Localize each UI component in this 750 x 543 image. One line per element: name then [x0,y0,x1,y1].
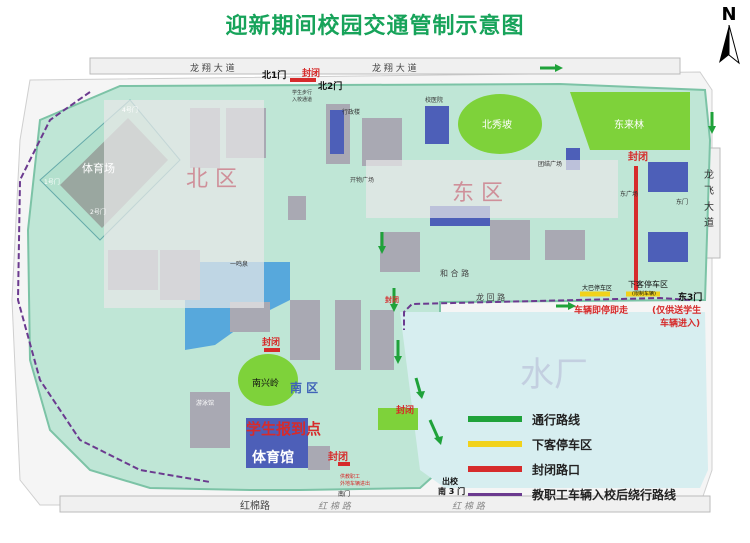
east-square-label: 东广场 [620,190,638,198]
closed-east-label: 封闭 [628,150,648,163]
gate-2-label: 2号门 [90,208,106,216]
right-road-char-4: 道 [704,216,714,229]
long-hui-road-label: 龙 回 路 [476,292,505,302]
student-reg-label: 学生报到点 [246,420,321,438]
right-road-char-2: 飞 [704,186,714,197]
north-zone-overlay [104,100,264,308]
legend-label-dropoff: 下客停车区 [532,437,593,452]
hospital-label: 校医院 [425,96,443,104]
beixiu-hill [458,94,542,154]
bottom-road-label-italic: 红 棉 路 [318,501,352,512]
nanxing-label: 南兴岭 [252,377,279,389]
bottom-road-label: 红棉路 [240,499,270,512]
legend-swatch-route [468,416,522,422]
water-plant-label: 水厂 [520,355,588,395]
legend-label-route: 通行路线 [532,412,581,427]
green-routes [380,66,714,439]
south-gate-label: 南门 [338,490,350,498]
north-label: N [721,4,737,25]
legend: 通行路线 下客停车区 封闭路口 教职工车辆入校后绕行路线 [468,408,698,508]
staff-note-1: 供教职工 [340,473,360,480]
legend-swatch-dropoff [468,441,522,447]
pickup-note-label: 车辆即停即走 [574,304,628,316]
north-zone-label: 北 区 [186,167,237,192]
legend-label-closed: 封闭路口 [532,462,581,477]
south-gate-3-label: 南 3 门 [438,486,465,496]
swim-label: 游泳馆 [196,399,214,407]
kaiyuan-label: 开物广场 [350,176,374,184]
legend-item-closed: 封闭路口 [468,458,698,480]
special-note-2: 车辆进入) [660,317,700,329]
top-road-label-1: 龙 翔 大 道 [190,62,235,74]
closed-east-road-label: 封闭 [385,295,399,304]
gym-label: 体育馆 [252,449,294,466]
north-arrow: N [714,4,744,68]
legend-label-staff: 教职工车辆入校后绕行路线 [532,487,677,502]
staff-route [16,91,691,483]
north-note-2: 入校通道 [292,96,312,103]
dropoff-sub-label: (限制车辆) [632,290,656,297]
dropoff-zone-label: 下客停车区 [628,279,668,289]
east-zone-overlay [366,160,618,218]
top-road [89,57,681,75]
tuanjie-label: 团结广场 [538,160,562,168]
right-road-char-3: 大 [704,200,714,213]
donglai-forest [570,92,690,150]
stadium-label: 体育场 [82,161,115,175]
north-gate-2-label: 北2门 [318,80,342,92]
legend-swatch-closed [468,466,522,472]
bottom-road [59,495,711,513]
north-arrow-icon [719,24,740,65]
lake-label: 一鸣泉 [230,260,248,268]
legend-item-route: 通行路线 [468,408,698,430]
top-road-label-2: 龙 翔 大 道 [372,62,417,74]
beixiu-label: 北秀坡 [482,118,512,131]
closed-mid-label: 封闭 [262,336,280,348]
east-gate-3-label: 东3门 [678,291,702,303]
legend-swatch-staff [468,492,522,496]
north-note-1: 学生步行 [292,89,312,96]
legend-item-dropoff: 下客停车区 [468,433,698,455]
staff-note-2: 外地车辆进出 [340,480,370,487]
east-zone-label: 东 区 [452,181,503,206]
map-title: 迎新期间校园交通管制示意图 [225,14,525,39]
gate-4-label: 4号门 [122,106,138,114]
legend-item-staff: 教职工车辆入校后绕行路线 [468,483,698,505]
exit-label: 出校 [442,476,459,486]
he-he-road-label: 和 合 路 [440,268,469,278]
bottom-road-label-italic-2: 红 棉 路 [452,501,486,512]
green-arrowheads [378,64,716,445]
gate-1-label: 1号门 [44,178,60,186]
big-bus-label: 大巴停车区 [582,284,612,292]
south-zone-label: 南 区 [290,380,318,395]
north-gate-1-label: 北1门 [262,69,286,81]
green-patch [378,408,418,430]
closed-points [264,78,638,466]
special-note-1: (仅供送学生 [652,304,701,316]
closed-south-label: 封闭 [328,450,348,463]
closed-top-label: 封闭 [302,67,320,79]
donglai-label: 东来林 [614,118,644,131]
nanxing-ridge [238,354,298,406]
east-small-gate-label: 东门 [676,198,688,206]
closed-south-gate-label: 封闭 [396,404,414,416]
east-buildings [190,220,585,470]
right-road-char-1: 龙 [704,168,714,181]
admin-label: 行政楼 [342,108,360,116]
